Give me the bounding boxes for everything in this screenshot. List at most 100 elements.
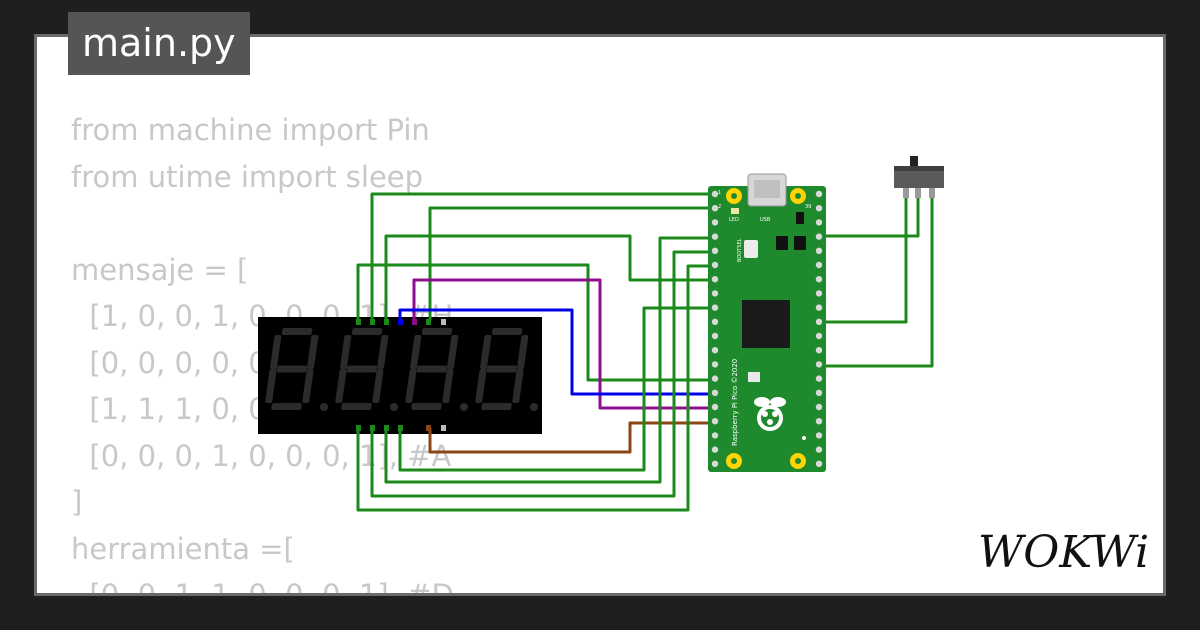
- display-pin: [441, 425, 446, 431]
- header-pin: [815, 432, 823, 439]
- wire-green: [818, 198, 908, 324]
- board-name-label: Raspberry Pi Pico ©2020: [731, 359, 739, 446]
- code-line: herramienta =[: [71, 531, 295, 566]
- segment: [411, 403, 442, 410]
- usb-label: USB: [760, 217, 771, 223]
- wokwi-logo: WOKWi: [978, 527, 1150, 583]
- header-pin: [815, 304, 823, 311]
- decimal-point: [460, 403, 468, 411]
- switch-handle[interactable]: [910, 156, 918, 170]
- header-pin: [711, 233, 719, 240]
- segment: [372, 369, 384, 403]
- header-pin: [711, 261, 719, 269]
- header-pin: [711, 347, 719, 354]
- wire-purple: [412, 278, 710, 410]
- segment: [377, 335, 389, 369]
- wire-green: [428, 206, 710, 320]
- segment: [341, 403, 372, 410]
- segment: [447, 335, 459, 369]
- header-pin: [815, 247, 823, 254]
- decimal-point: [320, 403, 328, 411]
- led: [731, 208, 739, 214]
- svg-text:WOKWi: WOKWi: [978, 527, 1149, 578]
- header-pin: [815, 261, 823, 269]
- bootsel-label: BOOTSEL: [737, 238, 743, 262]
- pin-2-label: 2: [718, 204, 721, 210]
- header-pin: [711, 446, 719, 453]
- header-pin: [711, 418, 719, 425]
- wire-blue: [398, 308, 710, 396]
- wire-green: [356, 264, 710, 512]
- wire-green: [384, 234, 710, 320]
- slide-switch[interactable]: [894, 156, 944, 198]
- bootsel-button[interactable]: [744, 240, 758, 258]
- header-pin: [815, 219, 823, 226]
- wire-green: [370, 192, 710, 320]
- segment: [265, 369, 277, 403]
- digit: [265, 328, 319, 410]
- header-pin: [711, 190, 719, 198]
- header-pin: [815, 403, 823, 411]
- wire-green: [370, 250, 710, 498]
- display-pin: [398, 319, 403, 325]
- header-pin: [815, 290, 823, 297]
- led-label: LED: [729, 217, 739, 223]
- segment: [271, 403, 302, 410]
- header-pin: [711, 403, 719, 411]
- segment: [416, 365, 448, 373]
- segment: [270, 335, 282, 369]
- rp2040-chip: [742, 300, 790, 348]
- display-pin: [356, 319, 361, 325]
- wires: [356, 192, 934, 512]
- segment: [302, 369, 314, 403]
- header-pin: [815, 205, 823, 212]
- header-pin: [711, 361, 719, 368]
- header-pin: [711, 389, 719, 396]
- header-pin: [711, 332, 719, 340]
- segment: [405, 369, 417, 403]
- file-tab-main-py[interactable]: main.py: [68, 12, 250, 75]
- header-pin: [711, 432, 719, 439]
- raspberry-pi-pico[interactable]: LED USB 1 2 39 BOOTSEL Raspberry Pi Pico…: [708, 173, 826, 472]
- pin-39-label: 39: [805, 204, 811, 210]
- segment: [475, 369, 487, 403]
- wire-green: [818, 198, 920, 238]
- code-line: from machine import Pin: [71, 113, 430, 147]
- header-pin: [815, 460, 823, 467]
- display-pin: [441, 319, 446, 325]
- header-pin: [815, 418, 823, 425]
- header-pin: [711, 460, 719, 467]
- header-pin: [815, 446, 823, 453]
- segment: [480, 335, 492, 369]
- header-pin: [815, 375, 823, 382]
- pin-1-label: 1: [718, 190, 721, 196]
- segment: [517, 335, 529, 369]
- wire-green: [384, 236, 710, 484]
- header-pin: [815, 332, 823, 340]
- header-pin: [815, 389, 823, 396]
- display-digits: [265, 328, 538, 411]
- raspberry-logo-icon: [754, 397, 786, 431]
- header-pin: [711, 276, 719, 283]
- display-pin: [370, 319, 375, 325]
- segment: [307, 335, 319, 369]
- segment: [481, 403, 512, 410]
- wire-green: [356, 263, 710, 382]
- code-line: mensaje = [: [71, 252, 249, 287]
- header-pin: [815, 361, 823, 368]
- header-pin: [711, 304, 719, 311]
- display-pin: [426, 319, 431, 325]
- switch-body: [894, 170, 944, 188]
- header-pin: [711, 205, 719, 212]
- digit: [335, 328, 389, 410]
- wire-green: [398, 306, 710, 472]
- header-pin: [711, 318, 719, 325]
- segment: [281, 328, 313, 335]
- display-pin: [412, 319, 417, 325]
- wire-green: [818, 198, 934, 368]
- digit: [405, 328, 459, 410]
- code-editor-preview: from machine import Pin from utime impor…: [71, 107, 454, 593]
- segment: [486, 365, 518, 373]
- seven-segment-display[interactable]: [258, 317, 542, 434]
